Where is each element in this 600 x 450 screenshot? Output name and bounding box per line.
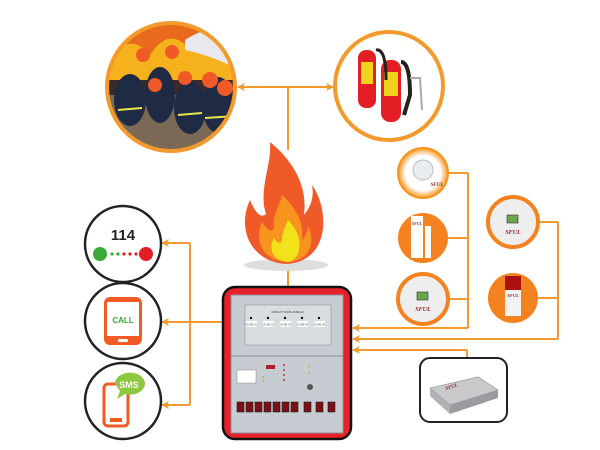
zone-4: ZONE 04 xyxy=(297,316,308,327)
zone-indicators: ZONE 01 ZONE 02 ZONE 03 ZONE 04 ZONE 05 xyxy=(246,316,325,327)
door-sensor-device: SFUL xyxy=(398,213,448,263)
fire-extinguishers-image xyxy=(333,30,445,142)
smoke-detector-device: SFUL xyxy=(397,147,449,199)
brand-logo: SFUL xyxy=(507,293,519,298)
svg-text:ZONE 05: ZONE 05 xyxy=(314,323,325,327)
hang-up-call-icon xyxy=(139,247,153,261)
brand-logo: SFUL xyxy=(431,183,444,188)
sms-label: SMS xyxy=(119,380,139,390)
sms-circle: SMS xyxy=(83,361,163,441)
brand-logo: SFUL xyxy=(445,383,459,392)
panel-switches xyxy=(236,401,336,413)
svg-text:ZONE 04: ZONE 04 xyxy=(297,323,308,327)
hotline-114-circle: 114 xyxy=(83,204,163,284)
dots-icon xyxy=(110,252,138,256)
brand-logo: SFUL xyxy=(415,307,431,313)
svg-text:ZONE 02: ZONE 02 xyxy=(263,323,274,327)
siren-device: SFUL xyxy=(488,273,538,323)
answer-call-icon xyxy=(93,247,107,261)
hotline-number: 114 xyxy=(111,227,136,244)
brand-logo: SFUL xyxy=(412,221,423,226)
zone-3: ZONE 03 xyxy=(280,316,291,327)
svg-text:ZONE 03: ZONE 03 xyxy=(280,323,291,327)
call-label: CALL xyxy=(112,316,133,325)
gas-detector-device-2: SFUL xyxy=(486,195,540,249)
gsm-module-device: SFUL xyxy=(419,357,508,423)
key-switch xyxy=(307,384,313,390)
connector-lines xyxy=(161,83,559,409)
brand-logo: SFUL xyxy=(505,230,521,236)
fire-flame-icon xyxy=(244,142,328,271)
fire-alarm-control-panel: CIRCUIT STATE DISPLAY ZONE 01 ZONE 02 ZO… xyxy=(221,285,353,441)
panel-lcd xyxy=(236,369,257,384)
sms-bubble-icon xyxy=(114,372,145,399)
zone-2: ZONE 02 xyxy=(263,316,274,327)
zone-5: ZONE 05 xyxy=(314,316,325,327)
display-title: CIRCUIT STATE DISPLAY xyxy=(271,310,304,314)
zone-1: ZONE 01 xyxy=(246,316,257,327)
firefighters-photo xyxy=(105,21,237,153)
call-circle: CALL xyxy=(83,281,163,361)
gas-detector-device: SFUL xyxy=(396,272,450,326)
svg-text:ZONE 01: ZONE 01 xyxy=(246,323,257,327)
